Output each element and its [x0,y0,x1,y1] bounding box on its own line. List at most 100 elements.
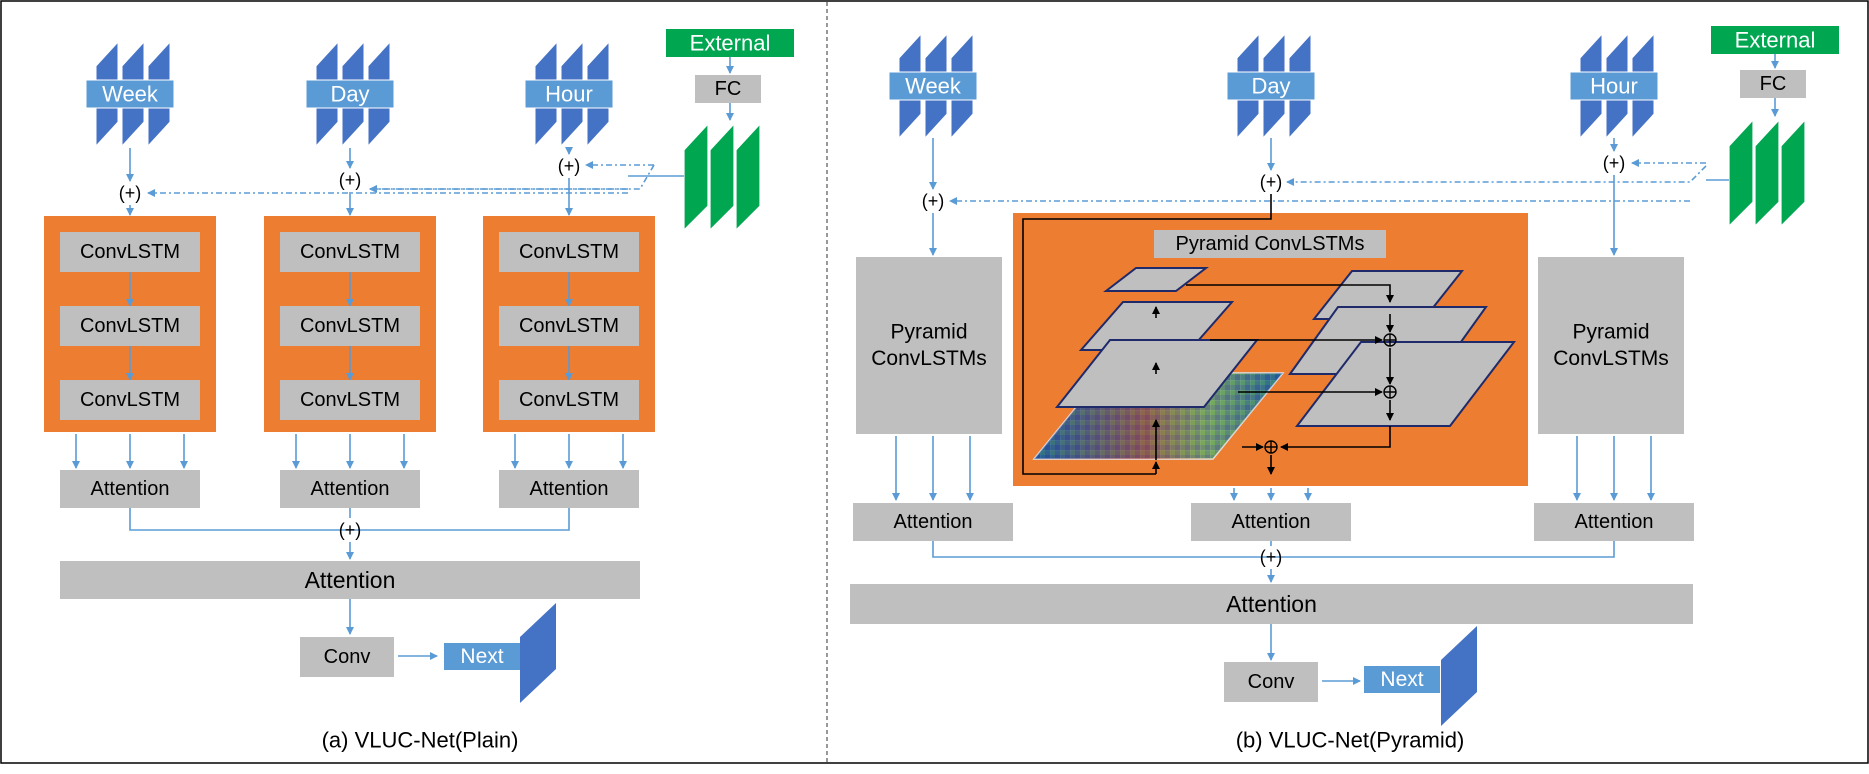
pyramid-label-line1: Pyramid [1572,321,1649,344]
input-hour-b-label: Hour [1590,74,1638,99]
encoder-plane-3 [1103,267,1209,292]
fc-box-a: FC [695,75,761,103]
oplus-low-cross [1384,386,1396,398]
caption-a: (a) VLUC-Net(Plain) [322,728,519,753]
attention-day-b-rect [1191,503,1351,541]
attention-final-a-label: Attention [305,567,396,593]
convlstm-week-2-a-rect [60,306,200,346]
external-stack-b-slab [1754,118,1780,228]
next-box-b-label: Next [1380,668,1423,691]
convlstm-week-2-a-label: ConvLSTM [80,315,180,337]
convlstm-week-3-a-rect [60,380,200,420]
convlstm-day-1-a-rect [280,232,420,272]
attention-week-a: Attention [60,470,200,508]
sum-hour-a: (+) [558,156,581,176]
fc-box-b-label: FC [1760,73,1787,95]
oplus-out [1264,440,1278,454]
fc-box-b: FC [1740,70,1806,98]
input-hour-a-band [524,79,614,109]
input-day-b-band [1226,71,1316,101]
attention-hour-a-label: Attention [530,478,609,500]
attention-hour-b: Attention [1534,503,1694,541]
attention-hour-b-rect [1534,503,1694,541]
attention-week-a-label: Attention [91,478,170,500]
convlstm-day-2-a-label: ConvLSTM [300,315,400,337]
convlstm-hour-2-a: ConvLSTM [499,306,639,346]
ext-dash-day-b [1286,165,1707,186]
convlstm-day-2-a-rect [280,306,420,346]
attention-hour-a: Attention [499,470,639,508]
ext-dash-day-a [369,164,655,193]
external-stack-b [1728,118,1806,228]
sum-day-b: (+) [1260,172,1283,192]
attention-week-a-rect [60,470,200,508]
oplus-low [1383,385,1397,399]
conv-box-b-label: Conv [1248,671,1295,693]
sum-day-a: (+) [339,170,362,190]
fc-box-b-rect [1740,70,1806,98]
attention-day-a-rect [280,470,420,508]
attention-hour-b-label: Attention [1575,511,1654,533]
pyramid-title-b: Pyramid ConvLSTMs [1154,230,1386,258]
external-stack-a [683,122,761,232]
input-day-b: Day [1226,32,1316,140]
convlstm-day-1-a: ConvLSTM [280,232,420,272]
attention-day-b-label: Attention [1232,511,1311,533]
external-stack-a-slab [709,122,735,232]
convlstm-week-1-a: ConvLSTM [60,232,200,272]
merge-line-a [129,508,570,531]
oplus-mid-cross [1384,334,1396,346]
pyramid-title-b-label: Pyramid ConvLSTMs [1176,233,1365,255]
attention-final-a-rect [60,561,640,599]
oplus-out-cross [1265,441,1277,453]
convlstm-day-3-a-label: ConvLSTM [300,389,400,411]
attention-week-b: Attention [853,503,1013,541]
input-hour-a: Hour [524,40,614,148]
input-day-a: Day [305,40,395,148]
merge-line-b [932,541,1615,558]
convlstm-day-3-a-rect [280,380,420,420]
convlstm-day-1-a-label: ConvLSTM [300,241,400,263]
decoder-plane-1 [1294,341,1517,427]
sum-hour-b: (+) [1603,153,1626,173]
external-stack-b-slab [1780,118,1806,228]
next-box-b: Next [1364,666,1440,693]
external-stack-b-slab [1728,118,1754,228]
next-slab-b [1441,626,1477,726]
convlstm-week-2-a: ConvLSTM [60,306,200,346]
next-box-b-rect [1364,666,1440,693]
input-week-b: Week [888,32,978,140]
input-week-a-label: Week [102,82,159,107]
convlstm-week-3-a: ConvLSTM [60,380,200,420]
convlstm-hour-3-a-rect [499,380,639,420]
input-day-b-label: Day [1251,74,1290,99]
conv-box-a: Conv [300,637,394,677]
attention-week-b-rect [853,503,1013,541]
conv-box-a-rect [300,637,394,677]
attention-day-a: Attention [280,470,420,508]
pyramid-block-hour-rect-b [1538,257,1684,434]
sum-final-a: (+) [339,520,362,540]
convlstm-hour-3-a-label: ConvLSTM [519,389,619,411]
input-hour-a-label: Hour [545,82,593,107]
attention-final-a: Attention [60,561,640,599]
external-box-b-rect [1711,26,1839,54]
input-week-a: Week [85,40,175,148]
next-box-a-label: Next [460,645,503,668]
external-box-b-label: External [1735,28,1816,53]
conv-box-b-rect [1224,662,1318,702]
pyramid-label-line1: Pyramid [890,321,967,344]
convlstm-hour-3-a: ConvLSTM [499,380,639,420]
conv-box-a-label: Conv [324,646,371,668]
pyramid-label-line2: ConvLSTMs [871,347,987,370]
input-week-b-band [888,71,978,101]
oplus-mid [1383,333,1397,347]
convlstm-day-3-a: ConvLSTM [280,380,420,420]
sum-week-a: (+) [119,183,142,203]
attention-day-a-label: Attention [311,478,390,500]
caption-b: (b) VLUC-Net(Pyramid) [1236,728,1465,753]
